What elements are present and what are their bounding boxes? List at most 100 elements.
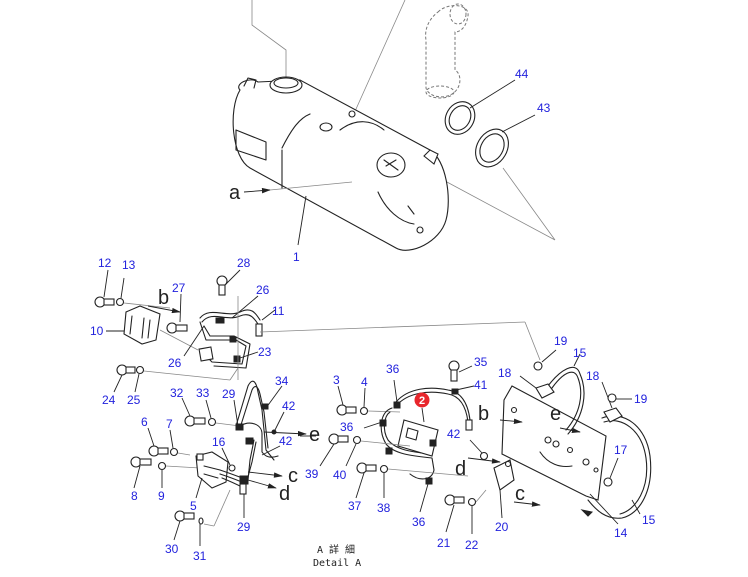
bolt-32: [181, 397, 206, 427]
callout-31[interactable]: 31: [193, 549, 207, 563]
callout-18-left[interactable]: 18: [498, 366, 512, 380]
callout-36-upper[interactable]: 36: [386, 362, 400, 376]
washer-22: [467, 489, 487, 534]
detail-caption: A 詳 細 Detail A: [313, 543, 361, 569]
callout-36-lower[interactable]: 36: [412, 515, 426, 529]
callout-29-upper[interactable]: 29: [222, 387, 236, 401]
callout-1[interactable]: 1: [293, 250, 300, 264]
reference-letter-a: a: [229, 182, 241, 204]
callout-38[interactable]: 38: [377, 501, 391, 515]
hinge-bracket-18a: [519, 375, 555, 399]
nut-19b: [607, 393, 632, 403]
callout-36-middle[interactable]: 36: [340, 420, 354, 434]
callout-28[interactable]: 28: [237, 256, 251, 270]
callout-13[interactable]: 13: [122, 258, 136, 272]
callout-42-center[interactable]: 42: [447, 427, 461, 441]
bolt-39: [319, 433, 349, 467]
bolt-8: [130, 456, 152, 489]
callout-32[interactable]: 32: [170, 386, 184, 400]
callout-19-right[interactable]: 19: [634, 392, 648, 406]
mounting-plate-14: [501, 385, 619, 525]
bracket-5: [195, 451, 229, 499]
highlight-badge-label: 2: [419, 395, 425, 407]
exhaust-elbow-pipe: [425, 3, 469, 99]
reference-letter-d-center: d: [455, 458, 466, 480]
reference-letters: a b b e e c c d d: [158, 182, 561, 505]
callout-15-upper[interactable]: 15: [573, 346, 587, 360]
nut-17: [603, 457, 619, 487]
callout-7[interactable]: 7: [166, 417, 173, 431]
callout-33[interactable]: 33: [196, 386, 210, 400]
callout-37[interactable]: 37: [348, 499, 362, 513]
callout-16[interactable]: 16: [212, 435, 226, 449]
caption-japanese: A 詳 細: [317, 543, 355, 556]
washer-9: [157, 461, 201, 488]
bolt-12: [94, 269, 115, 308]
callout-24[interactable]: 24: [102, 393, 116, 407]
callout-21[interactable]: 21: [437, 536, 451, 550]
sensor-bracket-10: [106, 305, 199, 351]
bolt-30: [173, 510, 195, 541]
highlight-badge-circle: [414, 392, 430, 408]
bracket-20: [493, 459, 515, 519]
callout-42-upper[interactable]: 42: [282, 399, 296, 413]
callout-26-upper[interactable]: 26: [256, 283, 270, 297]
callout-30[interactable]: 30: [165, 542, 179, 556]
callout-27[interactable]: 27: [172, 281, 186, 295]
callout-20[interactable]: 20: [495, 520, 509, 534]
harness-29-lower: [219, 439, 257, 518]
callout-6[interactable]: 6: [141, 415, 148, 429]
callout-9[interactable]: 9: [158, 489, 165, 503]
callout-44[interactable]: 44: [515, 67, 529, 81]
callout-19-left[interactable]: 19: [554, 334, 568, 348]
callout-25[interactable]: 25: [127, 393, 141, 407]
callout-5[interactable]: 5: [190, 499, 197, 513]
reference-letter-e-left: e: [309, 424, 320, 446]
washer-7: [169, 429, 191, 457]
bolt-24: [113, 364, 136, 393]
clamp-ring-43: [475, 114, 536, 168]
strap-15: [547, 353, 652, 519]
callout-12[interactable]: 12: [98, 256, 112, 270]
callout-labels: 44 43 1 12 13 28 27 26 11 10 26 23 24 25…: [90, 67, 656, 563]
callout-11[interactable]: 11: [272, 304, 285, 318]
callout-42-lower[interactable]: 42: [279, 434, 293, 448]
callout-17[interactable]: 17: [614, 443, 628, 457]
callout-18-right[interactable]: 18: [586, 369, 600, 383]
reference-arrows-c-d-left: [247, 471, 283, 489]
nut-19a: [533, 349, 557, 371]
bolt-42: [469, 439, 489, 461]
reference-letter-c-left: c: [288, 465, 298, 487]
callout-39[interactable]: 39: [305, 467, 319, 481]
callout-3[interactable]: 3: [333, 373, 340, 387]
nox-sensor-2: [397, 407, 439, 457]
reference-arrow-e-left: [263, 430, 307, 437]
bolt-28: [216, 269, 241, 296]
clip-31: [198, 489, 231, 546]
callout-34[interactable]: 34: [275, 374, 289, 388]
bolt-3: [336, 385, 357, 416]
highlight-badge[interactable]: 2: [414, 392, 430, 408]
bolt-35: [448, 360, 473, 382]
callout-35[interactable]: 35: [474, 355, 488, 369]
tube-assembly-11: [183, 295, 541, 380]
callout-23[interactable]: 23: [258, 345, 272, 359]
callout-15-lower[interactable]: 15: [642, 513, 656, 527]
callout-22[interactable]: 22: [465, 538, 479, 552]
callout-29-lower[interactable]: 29: [237, 520, 251, 534]
bolt-6: [147, 427, 169, 457]
reference-letter-c-right: c: [515, 483, 525, 505]
reference-arrow-b-left: [147, 305, 181, 314]
callout-40[interactable]: 40: [333, 468, 347, 482]
reference-arrows-right: [499, 418, 581, 507]
washer-4: [359, 387, 401, 416]
callout-10[interactable]: 10: [90, 324, 104, 338]
callout-41[interactable]: 41: [474, 378, 488, 392]
callout-4[interactable]: 4: [361, 375, 368, 389]
callout-14[interactable]: 14: [614, 526, 628, 540]
callout-8[interactable]: 8: [131, 489, 138, 503]
callout-26-lower[interactable]: 26: [168, 356, 182, 370]
bolt-27: [166, 293, 188, 334]
callout-43[interactable]: 43: [537, 101, 551, 115]
